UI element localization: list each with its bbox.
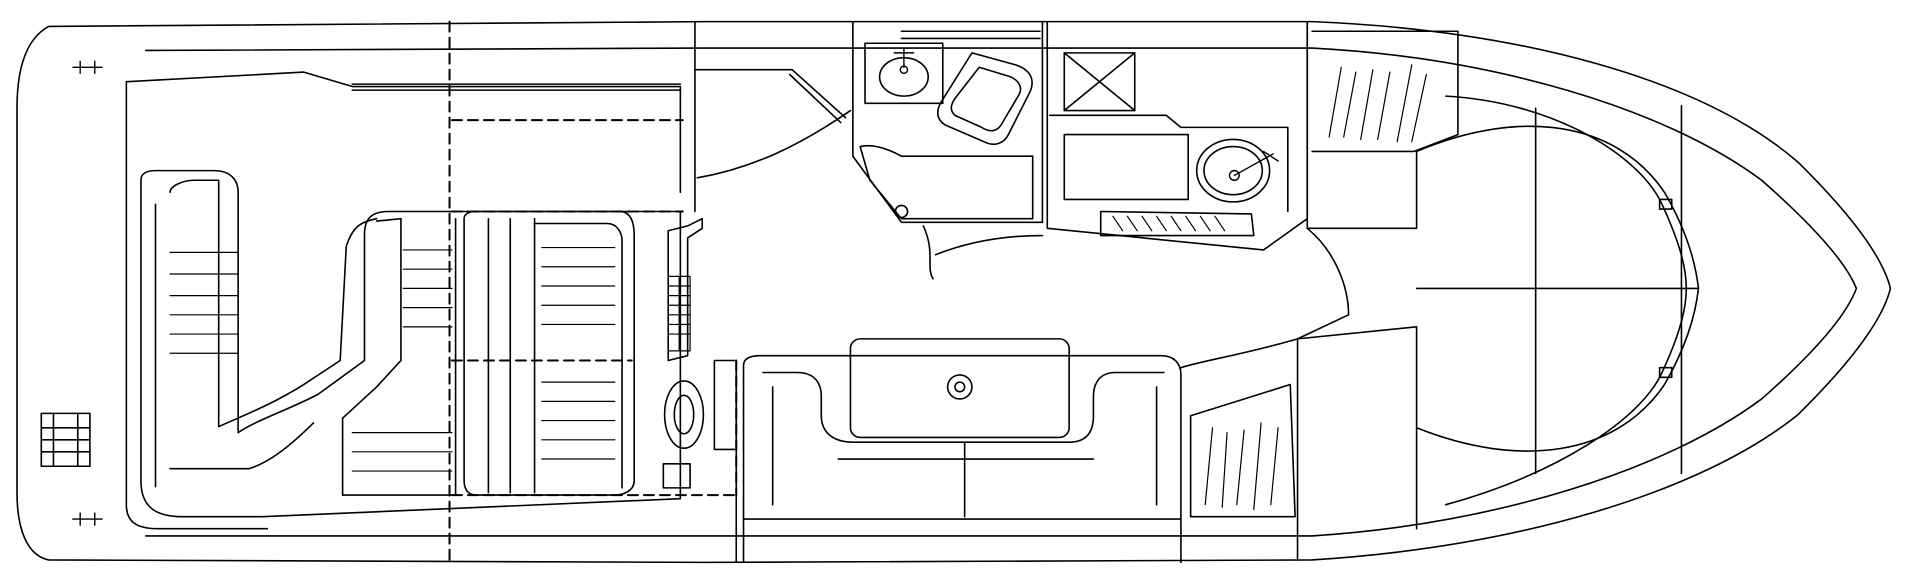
cockpit-seat-cushion-edge: [156, 204, 314, 486]
dinette-table-post-inner: [955, 382, 965, 392]
companionway-stairs: [695, 22, 846, 212]
aft-seat-frame: [343, 219, 456, 495]
head-vanity: [865, 43, 943, 103]
galley-counter: [1047, 22, 1307, 250]
port-cabinet-line: [736, 360, 1181, 562]
dinette-seat: [744, 356, 1181, 519]
head-toilet-seat: [951, 67, 1020, 130]
forward-cleat-bottom: [1660, 368, 1672, 378]
helm-seat-pedestal: [714, 360, 736, 449]
v-berth-bulkhead: [1298, 22, 1417, 560]
galley-cabinet: [1050, 115, 1288, 211]
companionway-door-swing: [697, 111, 850, 178]
galley-stove-icon: [1064, 53, 1134, 111]
dinette-seat-inner: [773, 387, 1157, 505]
steering-wheel-icon: [665, 381, 704, 448]
cockpit-l-seat: [141, 171, 680, 517]
head-faucet-icon: [894, 48, 913, 73]
aft-seat-stripes: [352, 250, 452, 471]
steering-wheel-hub: [674, 395, 693, 433]
cockpit-coaming: [126, 72, 680, 529]
dinette-seat-back: [763, 373, 1164, 443]
galley-vent-hatching: [1113, 216, 1225, 230]
dinette-table-post-icon: [948, 375, 972, 399]
helm-bench-back: [535, 224, 622, 488]
hanging-locker-port: [1191, 385, 1295, 517]
cleat-icon-bottom: [73, 513, 102, 525]
swim-ladder-icon: [41, 413, 90, 466]
throttle-control-icon: [663, 464, 690, 488]
galley-sink-icon: [1197, 139, 1270, 201]
head-floor: [860, 146, 1033, 219]
helm-bench-stripes: [542, 248, 615, 459]
forward-cleat-top: [1660, 199, 1672, 209]
salon-sole-curve: [1181, 228, 1349, 367]
cockpit-seat-back: [170, 180, 377, 426]
cockpit-seat-stripes: [170, 252, 238, 353]
hanging-locker-port-hangers: [1205, 423, 1278, 510]
hanging-locker-starboard-hangers: [1329, 65, 1426, 142]
helm-console: [668, 219, 702, 361]
helm-gauges-icon: [668, 276, 690, 351]
galley-stove-cross-2: [1064, 53, 1134, 111]
galley-step: [1101, 211, 1254, 235]
galley-sink-inner: [1204, 147, 1262, 195]
engine-hatch-outline: [450, 22, 737, 563]
galley-faucet-icon: [1230, 151, 1279, 180]
galley-refrigerator: [1064, 135, 1188, 200]
helm-bench: [464, 211, 634, 495]
hull-inner-deck-line: [146, 48, 1857, 536]
v-berth-mattress-inner: [1446, 96, 1687, 505]
head-door-swing: [923, 226, 1042, 279]
hull-outline: [17, 22, 1890, 563]
head-toilet-icon: [938, 53, 1032, 144]
dinette-table: [850, 339, 1069, 438]
head-drain-icon: [895, 205, 907, 217]
head-compartment: [853, 22, 1043, 223]
hanging-locker-starboard: [1312, 31, 1458, 151]
cleat-icon-top: [73, 61, 102, 73]
